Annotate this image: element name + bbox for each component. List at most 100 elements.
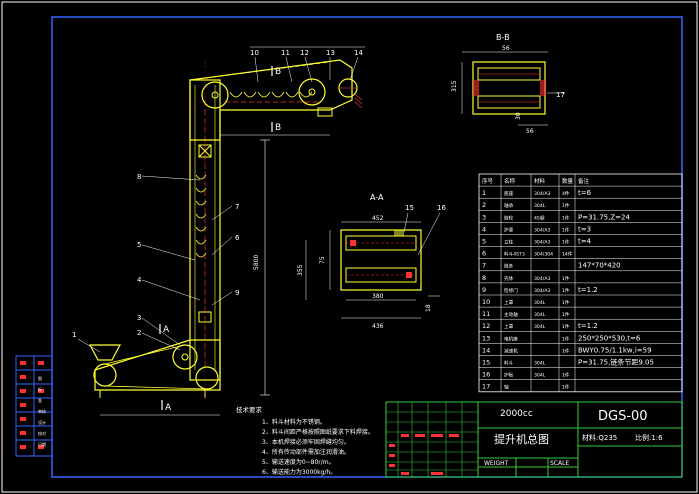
head-sprocket-left — [201, 81, 229, 109]
table-cell: 1 — [482, 189, 486, 197]
table-cell: 304L — [534, 312, 546, 318]
table-cell: 立柱 — [504, 239, 514, 246]
left-strip-label: 设计 — [38, 419, 46, 425]
table-cell: 304L — [534, 300, 546, 306]
left-strip-label: 校对 — [38, 430, 46, 436]
feed-hopper — [89, 344, 121, 361]
table-header-cell: 备注 — [578, 177, 590, 185]
bb-dim-side: 30 — [515, 112, 522, 120]
bb-dim-top: 56 — [502, 45, 510, 52]
part-label-12: 12 — [300, 49, 309, 57]
main-elevation-view[interactable]: 5800 B B A A 1 2 3 4 — [72, 46, 365, 416]
part-label-14: 14 — [354, 49, 363, 57]
project-code: 2000cc — [500, 409, 533, 419]
section-marker-b-bottom: B — [275, 123, 281, 133]
table-cell: 304L — [534, 203, 546, 209]
table-cell: 底座 — [504, 190, 514, 197]
bb-outline — [472, 61, 546, 115]
table-cell: 11 — [482, 310, 490, 318]
table-cell: 轴 — [504, 384, 509, 391]
table-cell: 1件 — [562, 372, 570, 379]
aa-outline — [340, 229, 422, 291]
note-line-4: 4、所有传动部件需加注润滑油。 — [262, 448, 350, 456]
section-aa-view[interactable]: A-A 452 380 436 75 355 18 15 16 — [297, 193, 446, 330]
section-bb-title: B-B — [496, 33, 510, 42]
table-cell: 13 — [482, 334, 490, 342]
table-header-cell: 数量 — [562, 177, 574, 185]
table-cell: 9 — [482, 286, 486, 294]
table-cell: 6 — [482, 250, 486, 258]
table-cell: 304/A3 — [534, 276, 550, 282]
table-header-cell: 序号 — [482, 177, 494, 185]
table-cell: 4 — [482, 225, 486, 233]
table-cell: 304L — [534, 361, 546, 367]
left-strip-label: 标 — [38, 386, 42, 392]
left-strip-label: 准 — [38, 397, 42, 403]
head-sprocket-right — [298, 78, 326, 106]
part-label-3: 3 — [137, 314, 141, 322]
table-cell: 304/304 — [534, 252, 553, 258]
table-cell: 304L — [534, 373, 546, 379]
table-cell: 轴承 — [504, 202, 514, 209]
section-bb-view[interactable]: B-B 56 315 56 30 17 — [451, 33, 565, 135]
table-cell: 14件 — [562, 251, 573, 258]
section-aa-title: A-A — [370, 193, 384, 202]
table-cell: 1件 — [562, 239, 570, 246]
table-cell: 1件 — [562, 226, 570, 233]
table-cell: 1件 — [562, 347, 570, 354]
part-label-1: 1 — [72, 331, 76, 339]
aa-dim-height: 355 — [297, 264, 304, 276]
table-cell: 45钢 — [534, 214, 545, 221]
tail-pulley-right — [195, 366, 219, 390]
aa-dim-side: 75 — [319, 256, 326, 264]
inner-frame — [51, 16, 683, 478]
table-cell: 7 — [482, 262, 486, 270]
bb-dim-height: 315 — [451, 80, 458, 92]
table-cell: 304L — [534, 324, 546, 330]
table-cell: 链轮 — [504, 214, 514, 221]
part-label-8: 8 — [137, 173, 141, 181]
table-cell: 8 — [482, 274, 486, 282]
part-label-7: 7 — [235, 203, 239, 211]
boot-housing — [94, 339, 221, 391]
table-cell: 14 — [482, 346, 490, 354]
bb-dim-bottom: 56 — [526, 128, 534, 135]
table-cell: 料斗 — [504, 360, 514, 367]
table-cell: 1件 — [562, 311, 570, 318]
table-cell: 4件 — [562, 190, 570, 197]
technical-notes: 技术要求 1、料斗材料为不锈钢。 2、料斗间距严格按照图纸要求下料焊接。 3、本… — [236, 405, 374, 476]
table-cell: 15 — [482, 359, 490, 367]
weight-label: WEIGHT — [484, 460, 509, 467]
aa-dim-inner: 380 — [372, 293, 384, 300]
table-cell: 304/A3 — [534, 240, 550, 246]
part-label-2: 2 — [137, 329, 141, 337]
top-buckets — [225, 91, 320, 103]
left-strip-label: 日期 — [38, 441, 46, 447]
aa-dim-small: 18 — [425, 304, 432, 312]
notes-heading: 技术要求 — [236, 405, 263, 414]
table-header-cell: 材料 — [534, 177, 546, 185]
discharge-chute — [317, 107, 333, 117]
left-margin-strip — [15, 355, 53, 457]
title-block[interactable]: 2000cc 提升机总图 DGS-00 材料:Q235 比例:1:6 WEIGH… — [385, 401, 683, 478]
